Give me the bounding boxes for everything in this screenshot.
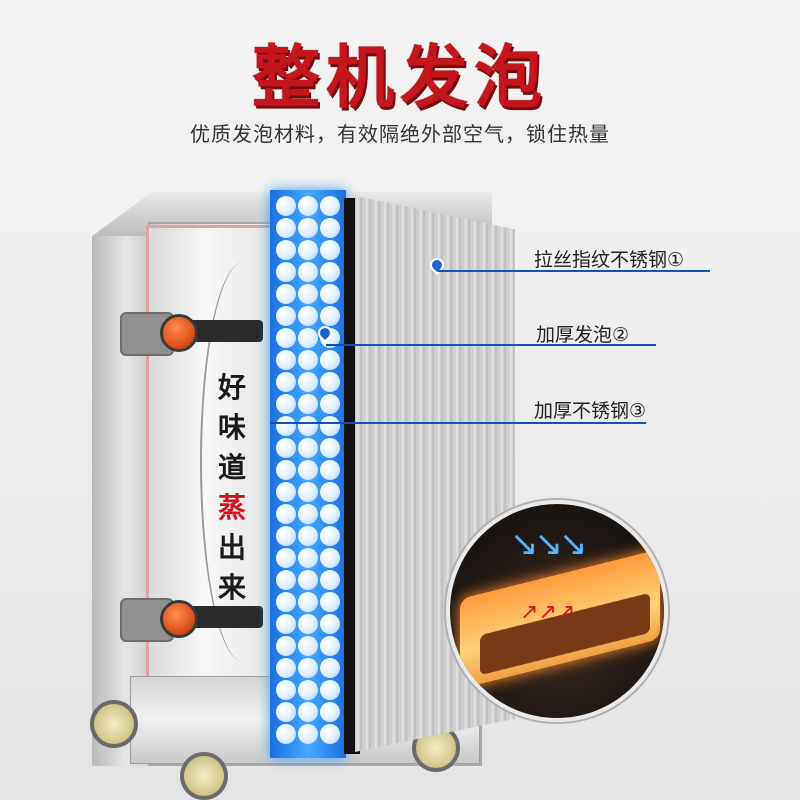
- foam-bubble: [276, 262, 296, 282]
- foam-bubble: [276, 240, 296, 260]
- page-subtitle: 优质发泡材料，有效隔绝外部空气，锁住热量: [190, 122, 610, 146]
- foam-bubble: [276, 284, 296, 304]
- foam-bubble: [320, 504, 340, 524]
- foam-bubble: [320, 394, 340, 414]
- foam-bubble: [276, 702, 296, 722]
- foam-bubble: [320, 724, 340, 744]
- insulation-detail-inset: ↘↘↘ ↗↗↗: [446, 500, 668, 722]
- foam-bubble: [298, 284, 318, 304]
- foam-bubble: [276, 592, 296, 612]
- foam-bubble: [276, 680, 296, 700]
- heat-arrows-icon: ↗↗↗: [520, 600, 576, 625]
- callout-leader-3: [270, 422, 646, 424]
- door-char: 道: [217, 451, 246, 484]
- foam-bubble: [276, 570, 296, 590]
- door-char: 来: [217, 571, 246, 604]
- foam-bubble: [298, 702, 318, 722]
- foam-bubble: [320, 240, 340, 260]
- foam-bubble: [276, 328, 296, 348]
- foam-bubble: [276, 636, 296, 656]
- foam-bubble: [298, 592, 318, 612]
- foam-bubble: [298, 416, 318, 436]
- foam-bubble: [298, 240, 318, 260]
- foam-bubble: [320, 262, 340, 282]
- door-char: 好: [217, 371, 246, 404]
- foam-bubble: [320, 284, 340, 304]
- foam-bubble: [298, 262, 318, 282]
- foam-bubble: [320, 548, 340, 568]
- foam-bubble: [276, 504, 296, 524]
- upper-knob: [160, 314, 198, 352]
- foam-bubble: [320, 482, 340, 502]
- foam-bubble: [320, 218, 340, 238]
- foam-bubble: [320, 702, 340, 722]
- foam-bubble: [298, 570, 318, 590]
- heat-block-arrows-icon: ↘↘↘: [510, 524, 587, 564]
- callout-label-1: 拉丝指纹不锈钢①: [534, 249, 685, 271]
- foam-bubble: [276, 372, 296, 392]
- foam-bubble: [276, 526, 296, 546]
- foam-bubbles: [276, 196, 340, 744]
- foam-bubble: [298, 394, 318, 414]
- foam-bubble: [276, 460, 296, 480]
- foam-bubble: [320, 196, 340, 216]
- foam-bubble: [320, 526, 340, 546]
- foam-bubble: [276, 482, 296, 502]
- lower-knob: [160, 600, 198, 638]
- foam-bubble: [276, 394, 296, 414]
- foam-bubble: [298, 438, 318, 458]
- foam-bubble: [276, 614, 296, 634]
- foam-bubble: [298, 218, 318, 238]
- foam-bubble: [276, 416, 296, 436]
- foam-bubble: [298, 636, 318, 656]
- foam-bubble: [298, 350, 318, 370]
- foam-bubble: [276, 218, 296, 238]
- callout-leader-1: [438, 270, 710, 272]
- foam-bubble: [276, 658, 296, 678]
- foam-bubble: [320, 592, 340, 612]
- door-char: 出: [217, 531, 246, 564]
- foam-bubble: [320, 614, 340, 634]
- foam-bubble: [276, 724, 296, 744]
- callout-leader-2: [326, 344, 656, 346]
- foam-bubble: [298, 526, 318, 546]
- wheel-front-right: [180, 752, 228, 800]
- page-title: 整机发泡: [251, 39, 548, 118]
- door-char: 蒸: [217, 491, 246, 524]
- foam-bubble: [320, 658, 340, 678]
- door-curve-decoration: [200, 262, 272, 662]
- foam-bubble: [298, 482, 318, 502]
- foam-bubble: [298, 548, 318, 568]
- callout-label-3: 加厚不锈钢③: [534, 400, 647, 422]
- foam-bubble: [298, 196, 318, 216]
- foam-bubble: [298, 328, 318, 348]
- foam-layer: [270, 190, 346, 758]
- foam-bubble: [298, 460, 318, 480]
- foam-bubble: [298, 658, 318, 678]
- foam-bubble: [298, 614, 318, 634]
- foam-bubble: [276, 306, 296, 326]
- foam-bubble: [298, 372, 318, 392]
- foam-bubble: [320, 416, 340, 436]
- foam-bubble: [320, 372, 340, 392]
- foam-bubble: [320, 350, 340, 370]
- foam-bubble: [320, 680, 340, 700]
- foam-bubble: [320, 570, 340, 590]
- foam-bubble: [320, 306, 340, 326]
- foam-bubble: [276, 438, 296, 458]
- foam-bubble: [276, 350, 296, 370]
- foam-bubble: [320, 636, 340, 656]
- foam-bubble: [298, 724, 318, 744]
- door-slogan: 好 味 道 蒸 出 来: [212, 368, 252, 608]
- foam-bubble: [298, 680, 318, 700]
- foam-bubble: [276, 196, 296, 216]
- foam-bubble: [276, 548, 296, 568]
- wheel-front-left: [90, 700, 138, 748]
- foam-bubble: [298, 306, 318, 326]
- door-char: 味: [217, 411, 246, 444]
- callout-label-2: 加厚发泡②: [536, 324, 630, 346]
- foam-bubble: [320, 460, 340, 480]
- foam-bubble: [298, 504, 318, 524]
- foam-bubble: [320, 438, 340, 458]
